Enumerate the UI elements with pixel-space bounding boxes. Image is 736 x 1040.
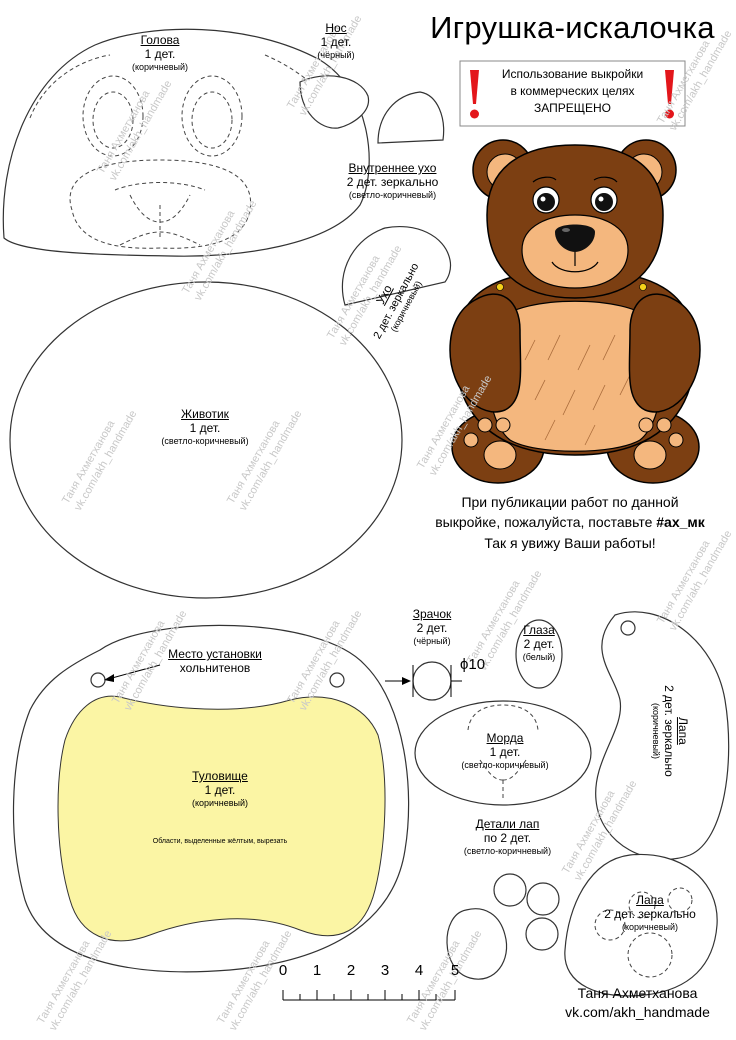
eyes-label: Глаза 2 дет. (белый): [522, 623, 556, 662]
ruler-label: 0: [278, 962, 288, 979]
ruler-label: 5: [450, 962, 460, 979]
warning-exclamation-left-icon: [470, 70, 479, 119]
ruler-label: 1: [312, 962, 322, 979]
mounting-arrow: [111, 664, 161, 679]
mounting-hole-right: [329, 672, 345, 688]
warning-text: Использование выкройки в коммерческих це…: [501, 67, 644, 115]
nose-pattern-shape: [299, 75, 370, 129]
paw-details-label: Детали лап по 2 дет. (светло-коричневый): [463, 817, 552, 856]
nose-label: Нос 1 дет. (чёрный): [317, 21, 355, 60]
small-paw-label: Лапа 2 дет. зеркально (коричневый): [604, 893, 696, 932]
pupil-diameter: ϕ10: [460, 656, 486, 673]
mounting-hole-left: [90, 672, 106, 688]
belly-pattern-shape: [9, 281, 403, 599]
ruler-label: 4: [414, 962, 424, 979]
eyes-pattern-shape: [515, 619, 563, 689]
warning-exclamation-right-icon: [665, 70, 674, 119]
body-label: Туловище 1 дет. (коричневый): [191, 769, 248, 808]
body-cut-note: Области, выделенные жёлтым, вырезать: [152, 838, 288, 845]
body-cutout-area: [57, 695, 386, 942]
publish-note: При публикации работ по данной выкройке,…: [435, 494, 705, 551]
page-title: Игрушка-искалочка: [430, 10, 715, 45]
author-credit: Таня Ахметханова vk.com/akh_handmade: [565, 985, 710, 1020]
ruler: [282, 990, 456, 1001]
ruler-label: 3: [380, 962, 390, 979]
bear-illustration: [449, 139, 701, 484]
paw-details-shapes: [446, 873, 560, 980]
inner-ear-pattern-shape: [377, 91, 445, 144]
muzzle-dashed-guides: [467, 704, 539, 800]
big-paw-label: Лапа 2 дет. зеркально (коричневый): [651, 685, 690, 777]
mounting-label: Место установки хольнитенов: [168, 647, 262, 675]
ruler-label: 2: [346, 962, 356, 979]
head-label: Голова 1 дет. (коричневый): [131, 33, 188, 72]
pupil-label: Зрачок 2 дет. (чёрный): [412, 607, 452, 646]
pupil-pattern-shape: [412, 661, 452, 701]
ear-pattern-shape: [341, 226, 452, 306]
small-paw-dashed-guides: [594, 887, 693, 978]
belly-label: Животик 1 дет. (светло-коричневый): [161, 407, 249, 446]
small-paw-pattern-shape: [564, 853, 718, 997]
inner-ear-label: Внутреннее ухо 2 дет. зеркально (светло-…: [346, 161, 439, 200]
muzzle-label: Морда 1 дет. (светло-коричневый): [461, 731, 549, 770]
warning-box: [459, 60, 686, 127]
muzzle-pattern-shape: [414, 700, 592, 806]
